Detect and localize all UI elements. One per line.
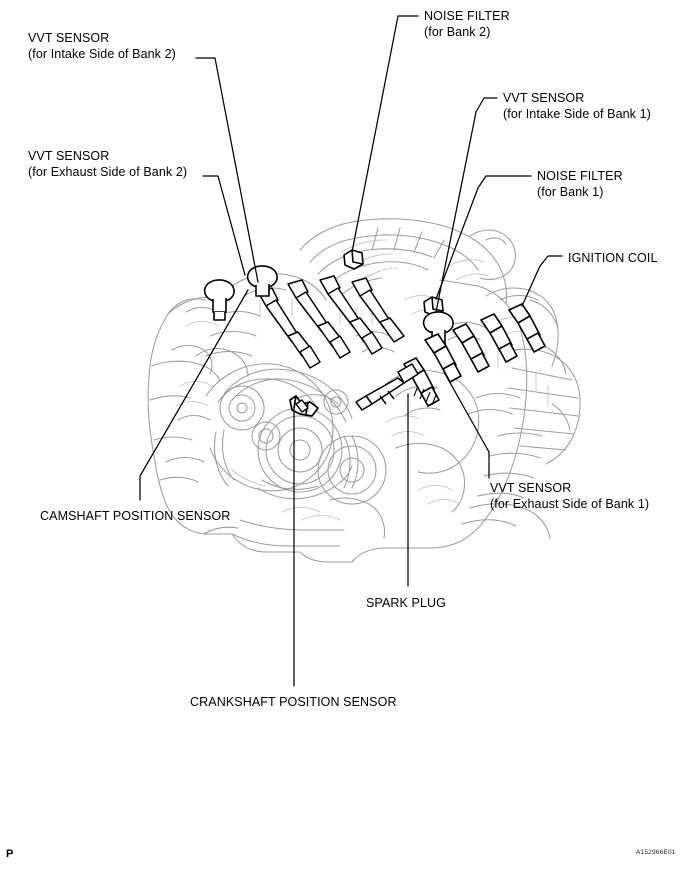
callout-vvt-sensor-exhaust-bank1: VVT SENSOR (for Exhaust Side of Bank 1)	[490, 480, 649, 512]
callout-noise-filter-bank1: NOISE FILTER (for Bank 1)	[537, 168, 623, 200]
callout-spark-plug: SPARK PLUG	[366, 595, 446, 611]
callout-crankshaft-position-sensor: CRANKSHAFT POSITION SENSOR	[190, 694, 397, 710]
callout-line2: (for Bank 1)	[537, 185, 604, 199]
vvt-sensor-intake-bank2-part	[246, 265, 278, 297]
figure-code: A152966E01	[636, 849, 676, 856]
callout-line1: VVT SENSOR	[503, 91, 585, 105]
callout-line1: CAMSHAFT POSITION SENSOR	[40, 509, 231, 523]
spark-plug-hatching	[413, 385, 437, 406]
leader-vvt-intake-bank2	[195, 57, 259, 283]
leader-lines	[139, 15, 563, 687]
callout-line2: (for Intake Side of Bank 1)	[503, 107, 651, 121]
spark-plug-part	[355, 363, 419, 411]
callout-noise-filter-bank2: NOISE FILTER (for Bank 2)	[424, 8, 510, 40]
leader-vvt-exhaust-bank1	[443, 371, 490, 479]
callout-vvt-sensor-intake-bank1: VVT SENSOR (for Intake Side of Bank 1)	[503, 90, 651, 122]
leader-noise-filter-bank2	[351, 15, 419, 253]
leader-vvt-intake-bank1	[435, 97, 498, 313]
callout-line1: SPARK PLUG	[366, 596, 446, 610]
crankshaft-position-sensor-part	[295, 399, 309, 413]
callout-line1: CRANKSHAFT POSITION SENSOR	[190, 695, 397, 709]
callout-vvt-sensor-intake-bank2: VVT SENSOR (for Intake Side of Bank 2)	[28, 30, 176, 62]
callout-line2: (for Bank 2)	[424, 25, 491, 39]
callout-line1: IGNITION COIL	[568, 251, 658, 265]
callout-line2: (for Exhaust Side of Bank 2)	[28, 165, 188, 179]
engine-body-outline	[147, 218, 581, 563]
bank2-ignition-coils	[257, 275, 405, 369]
callout-line1: VVT SENSOR	[490, 481, 572, 495]
leader-ignition-coil	[521, 255, 563, 307]
vvt-sensor-exhaust-bank2-part	[203, 279, 235, 321]
callout-line1: NOISE FILTER	[537, 169, 623, 183]
bank1-ignition-coils	[403, 303, 546, 407]
leader-noise-filter-bank1	[435, 175, 532, 300]
callout-line1: VVT SENSOR	[28, 149, 110, 163]
callout-vvt-sensor-exhaust-bank2: VVT SENSOR (for Exhaust Side of Bank 2)	[28, 148, 187, 180]
callout-camshaft-position-sensor: CAMSHAFT POSITION SENSOR	[40, 508, 230, 524]
leader-vvt-exhaust-bank2	[202, 175, 246, 276]
callout-line1: NOISE FILTER	[424, 9, 510, 23]
page-marker: P	[6, 848, 14, 860]
leader-camshaft-position-sensor	[139, 289, 249, 501]
callout-ignition-coil: IGNITION COIL	[568, 250, 658, 266]
noise-filter-bank2-part	[343, 249, 364, 270]
callout-line2: (for Intake Side of Bank 2)	[28, 47, 176, 61]
callout-line1: VVT SENSOR	[28, 31, 110, 45]
callout-line2: (for Exhaust Side of Bank 1)	[490, 497, 650, 511]
